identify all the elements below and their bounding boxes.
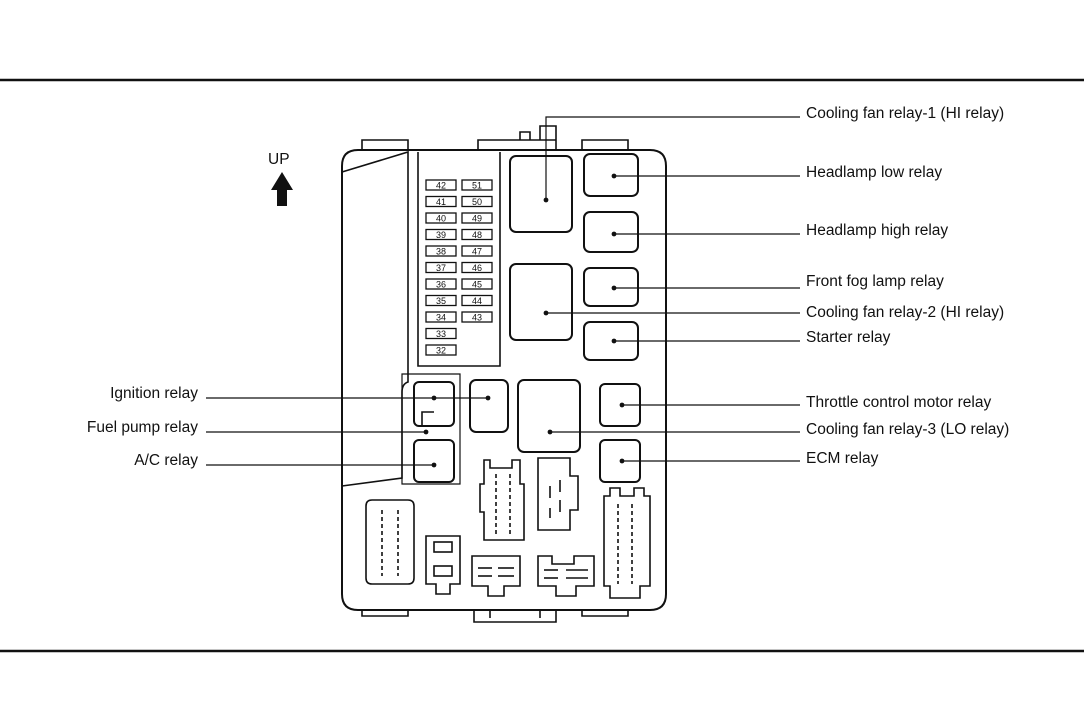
fuse-number-37: 37 [436, 263, 446, 273]
connector-right [603, 487, 651, 599]
relay-ignition [413, 381, 455, 427]
top-tab-right [581, 139, 629, 150]
fuse-32 [425, 344, 457, 356]
fuse-number-51: 51 [472, 181, 482, 191]
fuse-43 [461, 311, 493, 323]
fuse-51 [461, 179, 493, 191]
fuse-47 [461, 245, 493, 257]
relay-compartment [401, 373, 461, 485]
fuse-45 [461, 278, 493, 290]
relay-headlamp-high [583, 211, 639, 253]
connector-bottom-2 [471, 555, 521, 597]
bottom-latch [473, 610, 557, 623]
fuse-number-50: 50 [472, 197, 482, 207]
housing-inner-edge [341, 150, 409, 487]
label-cooling-fan-relay-2: Cooling fan relay-2 (HI relay) [806, 304, 1005, 321]
up-arrow-icon [271, 172, 293, 206]
top-latch [477, 125, 557, 150]
fuse-44 [461, 294, 493, 307]
fuse-50 [461, 195, 493, 208]
relay-front-fog [583, 267, 639, 307]
relay-cooling-fan-3 [517, 379, 581, 453]
fuse-number-43: 43 [472, 313, 482, 323]
connector-bottom-1 [425, 535, 461, 595]
label-headlamp-high-relay: Headlamp high relay [806, 222, 949, 239]
label-ecm-relay: ECM relay [806, 450, 879, 467]
fuse-column-right: 51 50 49 48 47 46 45 44 43 [461, 179, 493, 323]
fuse-number-32: 32 [436, 346, 446, 356]
bottom-tab-right [581, 610, 629, 617]
label-fuel-pump-relay: Fuel pump relay [86, 419, 198, 436]
relay-cooling-fan-1 [509, 155, 573, 233]
fuse-number-48: 48 [472, 230, 482, 240]
relay-cooling-fan-2 [509, 263, 573, 341]
connector-center-left [479, 459, 525, 541]
label-front-fog-lamp-relay: Front fog lamp relay [806, 273, 944, 290]
fuse-number-40: 40 [436, 214, 446, 224]
fuse-40 [425, 212, 457, 224]
fuse-number-33: 33 [436, 329, 446, 339]
up-label: UP [268, 151, 290, 168]
fuse-49 [461, 212, 493, 224]
box-housing [341, 149, 667, 611]
fuse-block-outline [417, 152, 501, 367]
fuse-number-34: 34 [436, 313, 446, 323]
label-starter-relay: Starter relay [806, 329, 891, 346]
fuse-number-47: 47 [472, 247, 482, 257]
label-throttle-control-motor-relay: Throttle control motor relay [806, 394, 992, 411]
label-ac-relay: A/C relay [134, 452, 198, 469]
fuse-number-45: 45 [472, 280, 482, 290]
bottom-tab-left [361, 610, 409, 617]
fuse-number-44: 44 [472, 296, 482, 306]
fuse-39 [425, 228, 457, 241]
fuse-36 [425, 278, 457, 290]
fuse-33 [425, 327, 457, 340]
label-cooling-fan-relay-3: Cooling fan relay-3 (LO relay) [806, 421, 1010, 438]
leader-cooling-fan-1 [545, 116, 800, 200]
fuse-34 [425, 311, 457, 323]
fuse-number-35: 35 [436, 296, 446, 306]
fuse-number-42: 42 [436, 181, 446, 191]
label-headlamp-low-relay: Headlamp low relay [806, 164, 943, 181]
top-tab-left [361, 139, 409, 150]
relay-fuel-pump-slot [469, 379, 509, 433]
fuse-number-49: 49 [472, 214, 482, 224]
label-ignition-relay: Ignition relay [110, 385, 198, 402]
fuse-35 [425, 294, 457, 307]
connector-left [365, 499, 415, 585]
fuse-46 [461, 261, 493, 274]
connector-bottom-3 [537, 555, 595, 597]
fuse-number-41: 41 [436, 197, 446, 207]
relay-headlamp-low [583, 153, 639, 197]
fuse-37 [425, 261, 457, 274]
relay-ac [413, 439, 455, 483]
fuse-number-36: 36 [436, 280, 446, 290]
fuse-column-left: 42 41 40 39 38 37 36 35 34 33 32 [425, 179, 457, 356]
fuse-number-46: 46 [472, 263, 482, 273]
fuse-38 [425, 245, 457, 257]
connector-center [537, 457, 579, 531]
fuse-42 [425, 179, 457, 191]
fuse-number-39: 39 [436, 230, 446, 240]
fuse-48 [461, 228, 493, 241]
fuse-number-38: 38 [436, 247, 446, 257]
label-cooling-fan-relay-1: Cooling fan relay-1 (HI relay) [806, 105, 1005, 122]
fuse-41 [425, 195, 457, 208]
fuel-pump-slot-mark [421, 411, 434, 426]
